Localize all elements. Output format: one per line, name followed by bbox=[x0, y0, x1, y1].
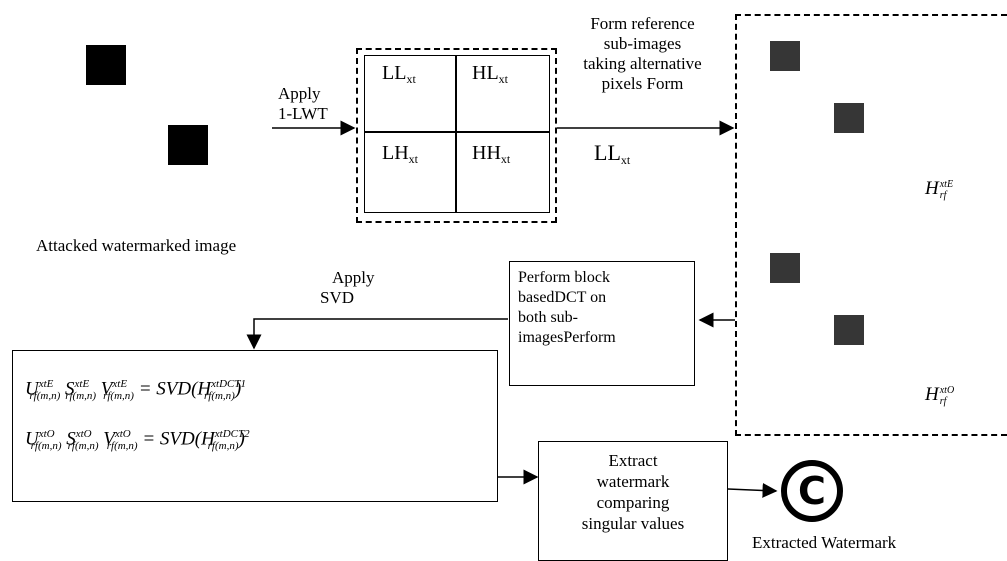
apply-svd-label: Apply SVD bbox=[320, 268, 375, 308]
copyright-icon: C bbox=[781, 460, 843, 522]
reference-subimage-odd bbox=[754, 235, 916, 390]
attack-block bbox=[86, 45, 126, 85]
extract-line4: singular values bbox=[581, 514, 685, 533]
dct-line2: basedDCT on bbox=[518, 289, 607, 306]
attack-block bbox=[770, 253, 800, 283]
reference-label-odd: H xtO rf bbox=[925, 384, 955, 407]
subband-hh: HHxt bbox=[472, 142, 511, 166]
attacked-watermarked-image bbox=[66, 25, 271, 222]
subband-dashed-frame bbox=[356, 48, 557, 223]
svd-equation-even: UxtErf(m,n) SxtErf(m,n) VxtErf(m,n) = SV… bbox=[25, 378, 246, 403]
subband-hl: HLxt bbox=[472, 62, 509, 86]
reference-subimages-frame bbox=[735, 14, 1007, 436]
form-reference-band: LLxt bbox=[594, 140, 631, 167]
apply-svd-line2: SVD bbox=[320, 288, 355, 307]
arrow-dct-to-svd bbox=[246, 318, 508, 350]
input-image-caption: Attacked watermarked image bbox=[36, 236, 237, 255]
subband-ll: LLxt bbox=[382, 62, 416, 86]
dct-line1: Perform block bbox=[518, 269, 610, 286]
extract-line2: watermark bbox=[596, 472, 670, 491]
form-reference-line4: pixels Form bbox=[601, 74, 684, 93]
form-reference-label: Form reference sub-images taking alterna… bbox=[560, 14, 725, 94]
form-reference-line3: taking alternative bbox=[583, 54, 702, 73]
apply-svd-line1: Apply bbox=[332, 268, 375, 287]
dct-line3: both sub- bbox=[518, 309, 578, 326]
subband-lh: LHxt bbox=[382, 142, 419, 166]
grid-vertical-divider bbox=[455, 56, 457, 212]
dct-step-box: Perform block basedDCT on both sub- imag… bbox=[509, 261, 695, 386]
svd-equations-box: UxtErf(m,n) SxtErf(m,n) VxtErf(m,n) = SV… bbox=[12, 350, 498, 502]
attack-block bbox=[834, 315, 864, 345]
subband-grid: LLxt HLxt LHxt HHxt bbox=[364, 55, 550, 213]
apply-lwt-line1: Apply bbox=[278, 84, 321, 103]
attack-block bbox=[834, 103, 864, 133]
extract-line1: Extract bbox=[608, 451, 658, 470]
apply-lwt-label: Apply 1-LWT bbox=[278, 84, 328, 124]
reference-label-even: H xtE rf bbox=[925, 178, 954, 201]
apply-lwt-line2: 1-LWT bbox=[278, 104, 328, 123]
extract-step-box: Extract watermark comparing singular val… bbox=[538, 441, 728, 561]
extract-line3: comparing bbox=[596, 493, 670, 512]
attack-block bbox=[168, 125, 208, 165]
arrow-extract-to-watermark bbox=[727, 482, 778, 498]
svd-equation-odd: UxtOrf(m,n) SxtOrf(m,n) VxtOrf(m,n) = SV… bbox=[25, 428, 250, 453]
watermark-caption: Extracted Watermark bbox=[752, 533, 897, 552]
attack-block bbox=[770, 41, 800, 71]
grid-horizontal-divider bbox=[365, 131, 549, 133]
dct-line4: imagesPerform bbox=[518, 329, 616, 346]
form-reference-line1: Form reference bbox=[590, 14, 695, 33]
form-reference-line2: sub-images bbox=[603, 34, 682, 53]
reference-subimage-even bbox=[754, 23, 916, 183]
